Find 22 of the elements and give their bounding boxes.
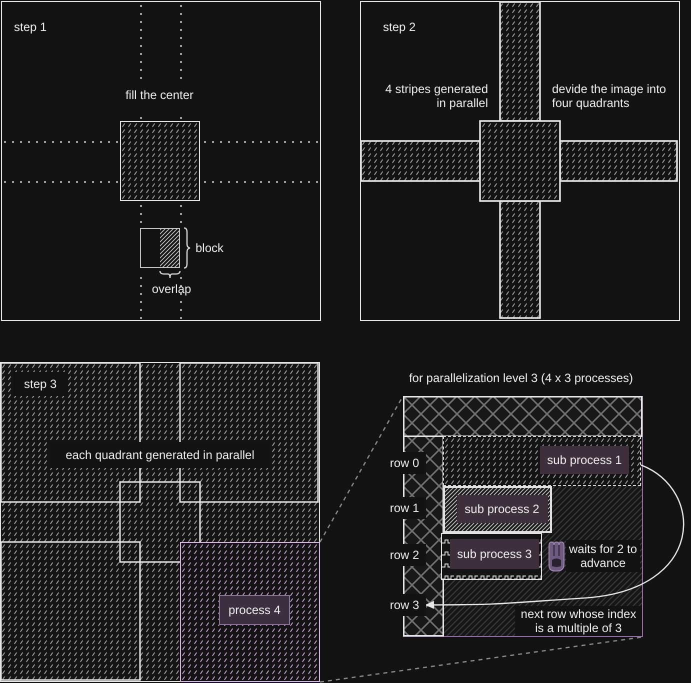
process-box: sub process 2 [456, 494, 548, 522]
edge-label: next row whose index is a multiple of 3 [515, 606, 642, 636]
annotation-text: each quadrant generated in parallel [50, 442, 270, 468]
annotation-text: devide the image into four quadrants [552, 82, 668, 110]
annotation-text: waits for 2 to advance [566, 540, 640, 572]
step-heading: step 2 [383, 20, 416, 34]
hatched-row-stripe [442, 486, 552, 532]
panel-heading: for parallelization level 3 (4 x 3 processes) [408, 371, 634, 385]
step-heading: step 1 [14, 20, 47, 34]
process-box: sub process 3 [450, 539, 539, 569]
process-box: sub process 1 [540, 446, 629, 474]
part-label: overlap [152, 282, 192, 296]
curved-arrow [425, 464, 684, 609]
caption-text: fill the center [125, 88, 194, 102]
highlighted-quadrant [180, 542, 320, 682]
hatched-row-stripe [440, 532, 542, 580]
process-box: process 4 [219, 595, 290, 625]
step-heading: step 3 [13, 372, 68, 396]
annotation-text: 4 stripes generated in parallel [384, 82, 488, 110]
dashed-line [320, 636, 644, 683]
part-label: block [196, 240, 224, 254]
hatched-row-stripe [442, 436, 640, 486]
